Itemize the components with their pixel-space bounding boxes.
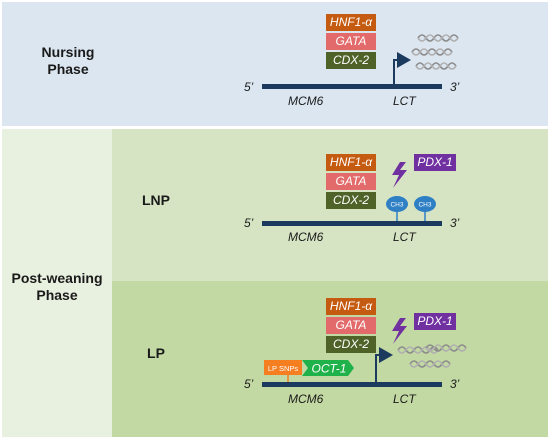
five-prime-label: 5’	[244, 80, 254, 94]
oct1-factor	[302, 360, 354, 376]
cdx2-factor: CDX-2	[326, 192, 376, 209]
lightning-icon	[392, 162, 407, 188]
hnf1-alpha-factor: HNF1-α	[326, 154, 376, 171]
three-prime-label: 3’	[450, 216, 460, 230]
methyl-group-icon: CH3	[414, 196, 436, 221]
ch3-label: CH3	[418, 202, 431, 209]
mrna-transcripts	[411, 34, 459, 70]
mcm6-gene-label: MCM6	[288, 94, 324, 108]
lct-gene-label: LCT	[393, 94, 416, 108]
methyl-group-icon: CH3	[386, 196, 408, 221]
gata-factor: GATA	[326, 33, 376, 50]
lightning-icon	[392, 318, 407, 344]
transcription-start-arrow	[375, 347, 393, 382]
mrna-transcripts	[397, 344, 467, 368]
mcm6-gene-label: MCM6	[288, 230, 324, 244]
lp-snps-label: LP SNPs	[268, 364, 299, 373]
nursing-phase-label: Nursing Phase	[41, 44, 95, 77]
dna-strand	[262, 221, 442, 226]
nursing-panel	[2, 2, 548, 126]
transcription-start-arrow	[393, 52, 411, 84]
post-weaning-label-panel	[2, 129, 112, 437]
dna-strand	[262, 382, 442, 387]
lct-gene-label: LCT	[393, 392, 416, 406]
three-prime-label: 3’	[450, 377, 460, 391]
cdx2-factor: CDX-2	[326, 52, 376, 69]
lct-gene-label: LCT	[393, 230, 416, 244]
three-prime-label: 3’	[450, 80, 460, 94]
lp-snps-box	[264, 360, 302, 375]
pdx1-factor: PDX-1	[414, 154, 456, 171]
dna-strand	[262, 84, 442, 89]
oct1-label: OCT-1	[312, 362, 347, 376]
ch3-label: CH3	[390, 202, 403, 209]
hnf1-alpha-factor: HNF1-α	[326, 298, 376, 315]
gata-factor: GATA	[326, 173, 376, 190]
gata-factor: GATA	[326, 317, 376, 334]
five-prime-label: 5’	[244, 216, 254, 230]
lnp-label: LNP	[142, 192, 170, 208]
lp-label: LP	[147, 345, 165, 361]
hnf1-alpha-factor: HNF1-α	[326, 14, 376, 31]
post-weaning-phase-label: Post-weaning Phase	[11, 270, 103, 303]
five-prime-label: 5’	[244, 377, 254, 391]
cdx2-factor: CDX-2	[326, 336, 376, 353]
mcm6-gene-label: MCM6	[288, 392, 324, 406]
pdx1-factor: PDX-1	[414, 313, 456, 330]
